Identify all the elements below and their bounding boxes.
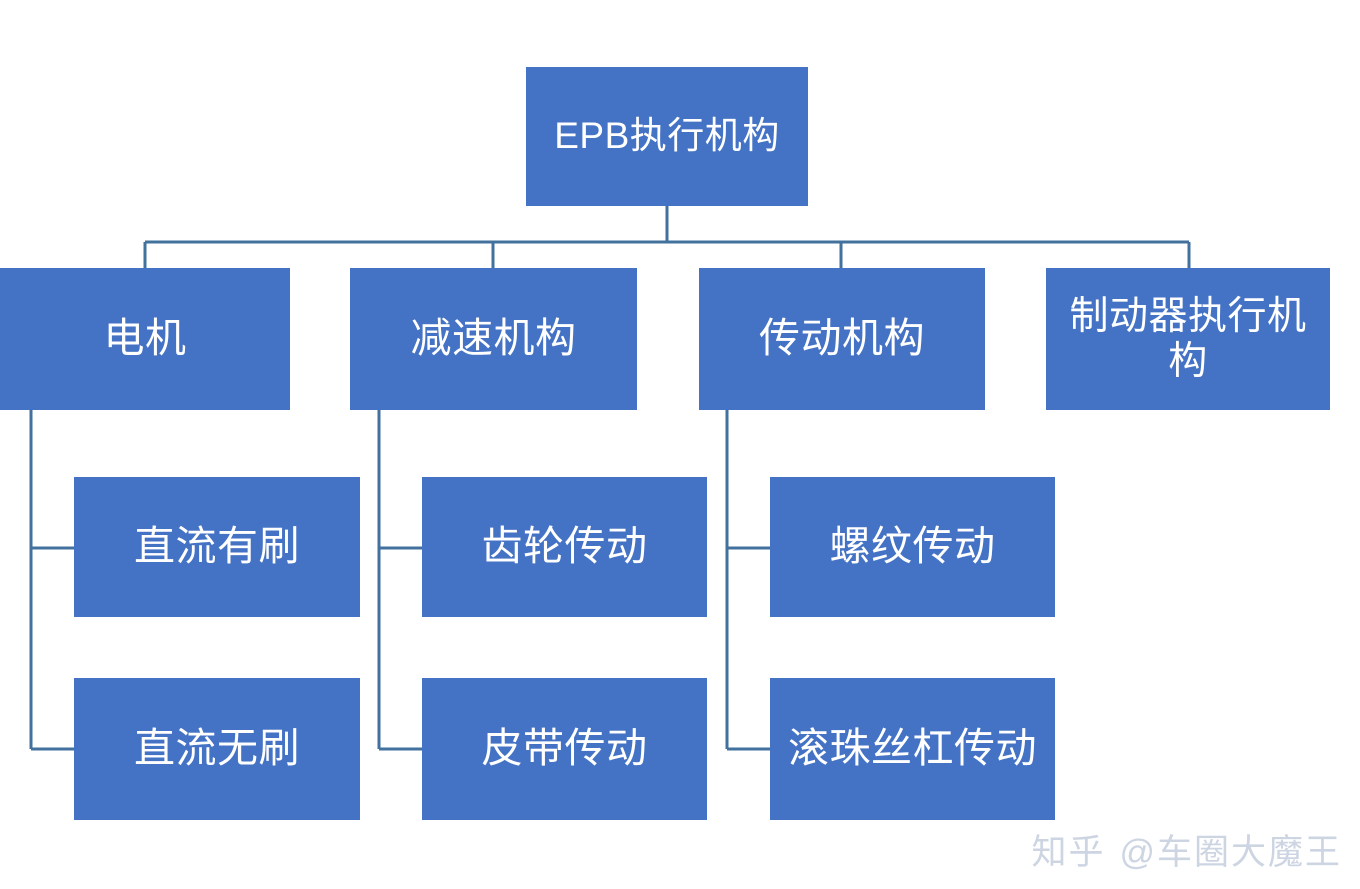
node-brushed-dc-motor[interactable]: 直流有刷 bbox=[74, 477, 360, 617]
watermark-handle: @车圈大魔王 bbox=[1119, 833, 1342, 872]
node-screw-drive[interactable]: 螺纹传动 bbox=[770, 477, 1055, 617]
node-root-epb-actuator[interactable]: EPB执行机构 bbox=[526, 67, 808, 206]
node-brushless-dc-motor[interactable]: 直流无刷 bbox=[74, 678, 360, 820]
watermark: 知乎 @车圈大魔王 bbox=[1031, 824, 1342, 875]
node-ball-screw-drive[interactable]: 滚珠丝杠传动 bbox=[770, 678, 1055, 820]
node-reducer[interactable]: 减速机构 bbox=[350, 268, 637, 410]
node-gear-drive[interactable]: 齿轮传动 bbox=[422, 477, 707, 617]
node-belt-drive[interactable]: 皮带传动 bbox=[422, 678, 707, 820]
node-motor[interactable]: 电机 bbox=[0, 268, 290, 410]
watermark-logo: 知乎 bbox=[1031, 833, 1106, 872]
node-brake-actuator[interactable]: 制动器执行机构 bbox=[1046, 268, 1330, 410]
node-transmission[interactable]: 传动机构 bbox=[699, 268, 985, 410]
